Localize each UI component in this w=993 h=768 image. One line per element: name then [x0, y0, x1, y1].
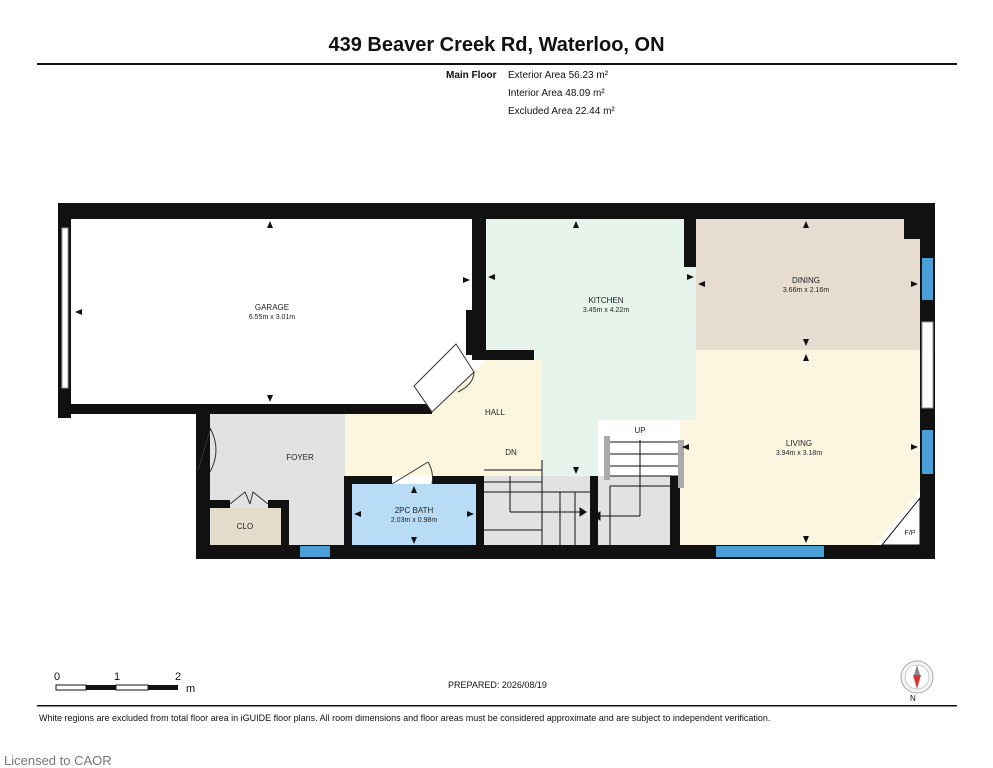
dining-dims: 3.66m x 2.16m: [783, 287, 829, 294]
bath-dims: 2.03m x 0.98m: [391, 517, 437, 524]
closet-label: CLO: [237, 522, 253, 531]
interior-area: Interior Area 48.09 m²: [508, 88, 605, 99]
door-closet-swing: [229, 491, 269, 505]
wall-closet-top-r: [268, 500, 288, 508]
stairs-up: [593, 440, 678, 546]
wall-bath-left: [344, 476, 352, 546]
windows: [61, 227, 934, 557]
fireplace: [880, 496, 921, 546]
scale-bar: [55, 684, 178, 691]
wall-closet-top: [210, 500, 230, 508]
garage-fill: [70, 216, 472, 404]
excluded-area: Excluded Area 22.44 m²: [508, 106, 615, 117]
page-title: 439 Beaver Creek Rd, Waterloo, ON: [328, 34, 665, 56]
exterior-area: Exterior Area 56.23 m²: [508, 70, 609, 81]
wall-garage-bottom: [58, 404, 432, 414]
wall-stair-mid: [590, 476, 598, 546]
area-summary: Exterior Area 56.23 m² Interior Area 48.…: [508, 67, 615, 121]
living-label: LIVING: [786, 439, 812, 448]
scale-label-1: 1: [114, 671, 121, 683]
door-foyer-swing: [197, 427, 217, 473]
window-garage: [61, 227, 69, 389]
wall-closet-right: [281, 500, 289, 546]
door-garage-swing: [457, 371, 475, 393]
stair-down-fill: [484, 476, 590, 546]
dining-label: DINING: [792, 276, 820, 285]
wall-stair-rail-2: [604, 436, 610, 480]
dining-fill: [696, 218, 920, 350]
footer-rule: [37, 705, 957, 707]
foyer-label: FOYER: [286, 453, 314, 462]
prepared-date: PREPARED: 2026/08/19: [448, 680, 547, 690]
living-dims: 3.94m x 3.18m: [776, 450, 822, 457]
window-dining: [922, 258, 933, 300]
header-rule: [37, 63, 957, 65]
living-fill: [680, 350, 920, 545]
closet-fill: [211, 508, 281, 546]
dimension-markers: [75, 221, 918, 544]
license-text: Licensed to CAOR: [4, 753, 112, 768]
window-living-right-top: [921, 321, 934, 409]
wall-top: [58, 203, 935, 219]
wall-garage-jog: [466, 310, 486, 355]
door-garage: [413, 343, 475, 413]
scale-unit: m: [186, 683, 196, 695]
bath-label: 2PC BATH: [395, 506, 434, 515]
window-foyer: [300, 546, 330, 557]
floor-label: Main Floor: [446, 70, 497, 81]
scale-label-0: 0: [54, 671, 61, 683]
kitchen-dims: 3.45m x 4.22m: [583, 307, 629, 314]
kitchen-label: KITCHEN: [588, 296, 623, 305]
wall-living-left: [670, 476, 680, 546]
doors: [197, 343, 475, 505]
fireplace-label: F/P: [905, 530, 916, 537]
stairs-down-label: DN: [505, 448, 517, 457]
wall-kitchen-dining: [684, 203, 696, 267]
wall-stair-rail: [678, 440, 684, 488]
garage-dims: 6.55m x 3.01m: [249, 314, 295, 321]
stairs-up-label: UP: [634, 426, 645, 435]
bath-fill: [352, 484, 476, 546]
kitchen-fill: [486, 218, 696, 476]
wall-kitchen-stub: [472, 350, 534, 360]
window-living-right: [922, 430, 933, 474]
hall-fill: [345, 360, 542, 476]
compass-label: N: [910, 694, 916, 703]
window-living-bottom: [716, 546, 824, 557]
disclaimer: White regions are excluded from total fl…: [39, 713, 771, 723]
wall-foyer-left: [196, 412, 210, 558]
garage-label: GARAGE: [255, 303, 289, 312]
scale-label-2: 2: [175, 671, 182, 683]
hall-label: HALL: [485, 408, 506, 417]
stairs-down: [484, 460, 590, 546]
wall-bath-right: [476, 476, 484, 546]
compass-icon: [900, 660, 934, 694]
wall-bath-top: [344, 476, 392, 484]
wall-bath-top-r: [432, 476, 484, 484]
door-bath-swing: [391, 461, 433, 485]
